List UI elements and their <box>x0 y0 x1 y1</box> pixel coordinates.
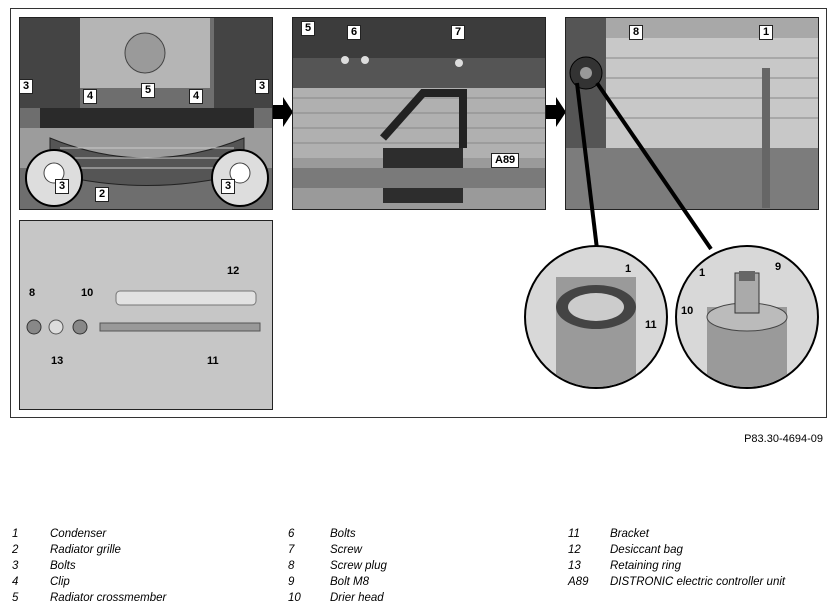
arrow-right-icon <box>546 97 566 127</box>
callout-label: 1 <box>625 263 632 275</box>
callout-label: 1 <box>759 25 774 40</box>
photo-radiator-grille <box>19 17 273 210</box>
callout-label: 8 <box>629 25 644 40</box>
photo-condenser <box>565 17 819 210</box>
callout-label: A89 <box>491 153 520 168</box>
parts-image <box>20 221 272 409</box>
zoom-detail-bracket <box>524 245 668 389</box>
callout-label: 5 <box>301 21 316 36</box>
engine-bay-image <box>20 18 272 209</box>
callout-label: 3 <box>19 79 34 94</box>
callout-label: 13 <box>51 355 64 367</box>
callout-label: 2 <box>95 187 110 202</box>
callout-label: 5 <box>141 83 156 98</box>
figure-code: P83.30-4694-09 <box>744 433 823 445</box>
condenser-image <box>566 18 818 209</box>
zoom-image <box>706 271 788 387</box>
crossmember-image <box>293 18 545 209</box>
callout-label: 4 <box>189 89 204 104</box>
callout-label: 7 <box>451 25 466 40</box>
callout-label: 1 <box>699 267 706 279</box>
callout-label: 8 <box>29 287 36 299</box>
zoom-detail-drier-head <box>675 245 819 389</box>
callout-label: 6 <box>347 25 362 40</box>
callout-label: 4 <box>83 89 98 104</box>
callout-label: 3 <box>55 179 70 194</box>
zoom-image <box>556 277 636 387</box>
leader-lines <box>575 81 713 251</box>
callout-label: 11 <box>645 319 657 331</box>
callout-label: 3 <box>255 79 270 94</box>
callout-label: 3 <box>221 179 236 194</box>
photo-parts <box>19 220 273 410</box>
callout-label: 9 <box>775 261 782 273</box>
callout-label: 10 <box>81 287 94 299</box>
callout-label: 10 <box>681 305 694 317</box>
callout-label: 12 <box>227 265 240 277</box>
photo-radiator-crossmember <box>292 17 546 210</box>
figure-frame: 3 4 5 4 3 3 3 2 5 6 7 A89 <box>10 8 827 418</box>
callout-label: 11 <box>207 355 219 367</box>
arrow-right-icon <box>273 97 293 127</box>
